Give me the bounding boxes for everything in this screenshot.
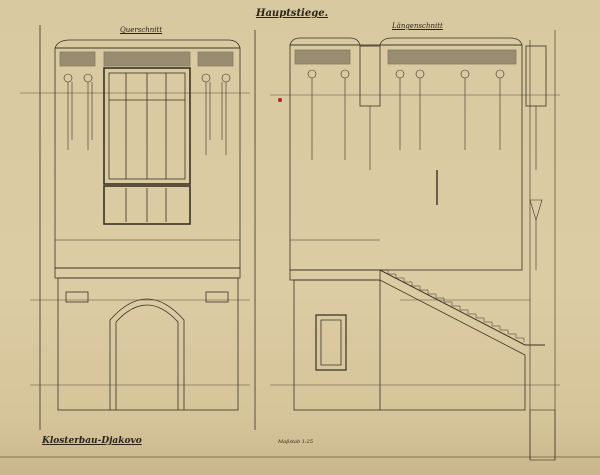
- longitudinal-section-label: Längenschnitt: [392, 22, 443, 30]
- red-mark: [278, 98, 282, 102]
- scale-label: Maßstab 1:25: [278, 439, 314, 445]
- longitudinal-section-drawing: [270, 30, 560, 461]
- cross-section-drawing: [20, 39, 250, 411]
- drawing-title: Hauptstiege.: [256, 8, 329, 19]
- project-name: Klosterbau-Djakovo: [42, 436, 142, 446]
- cross-section-label: Querschnitt: [120, 26, 163, 34]
